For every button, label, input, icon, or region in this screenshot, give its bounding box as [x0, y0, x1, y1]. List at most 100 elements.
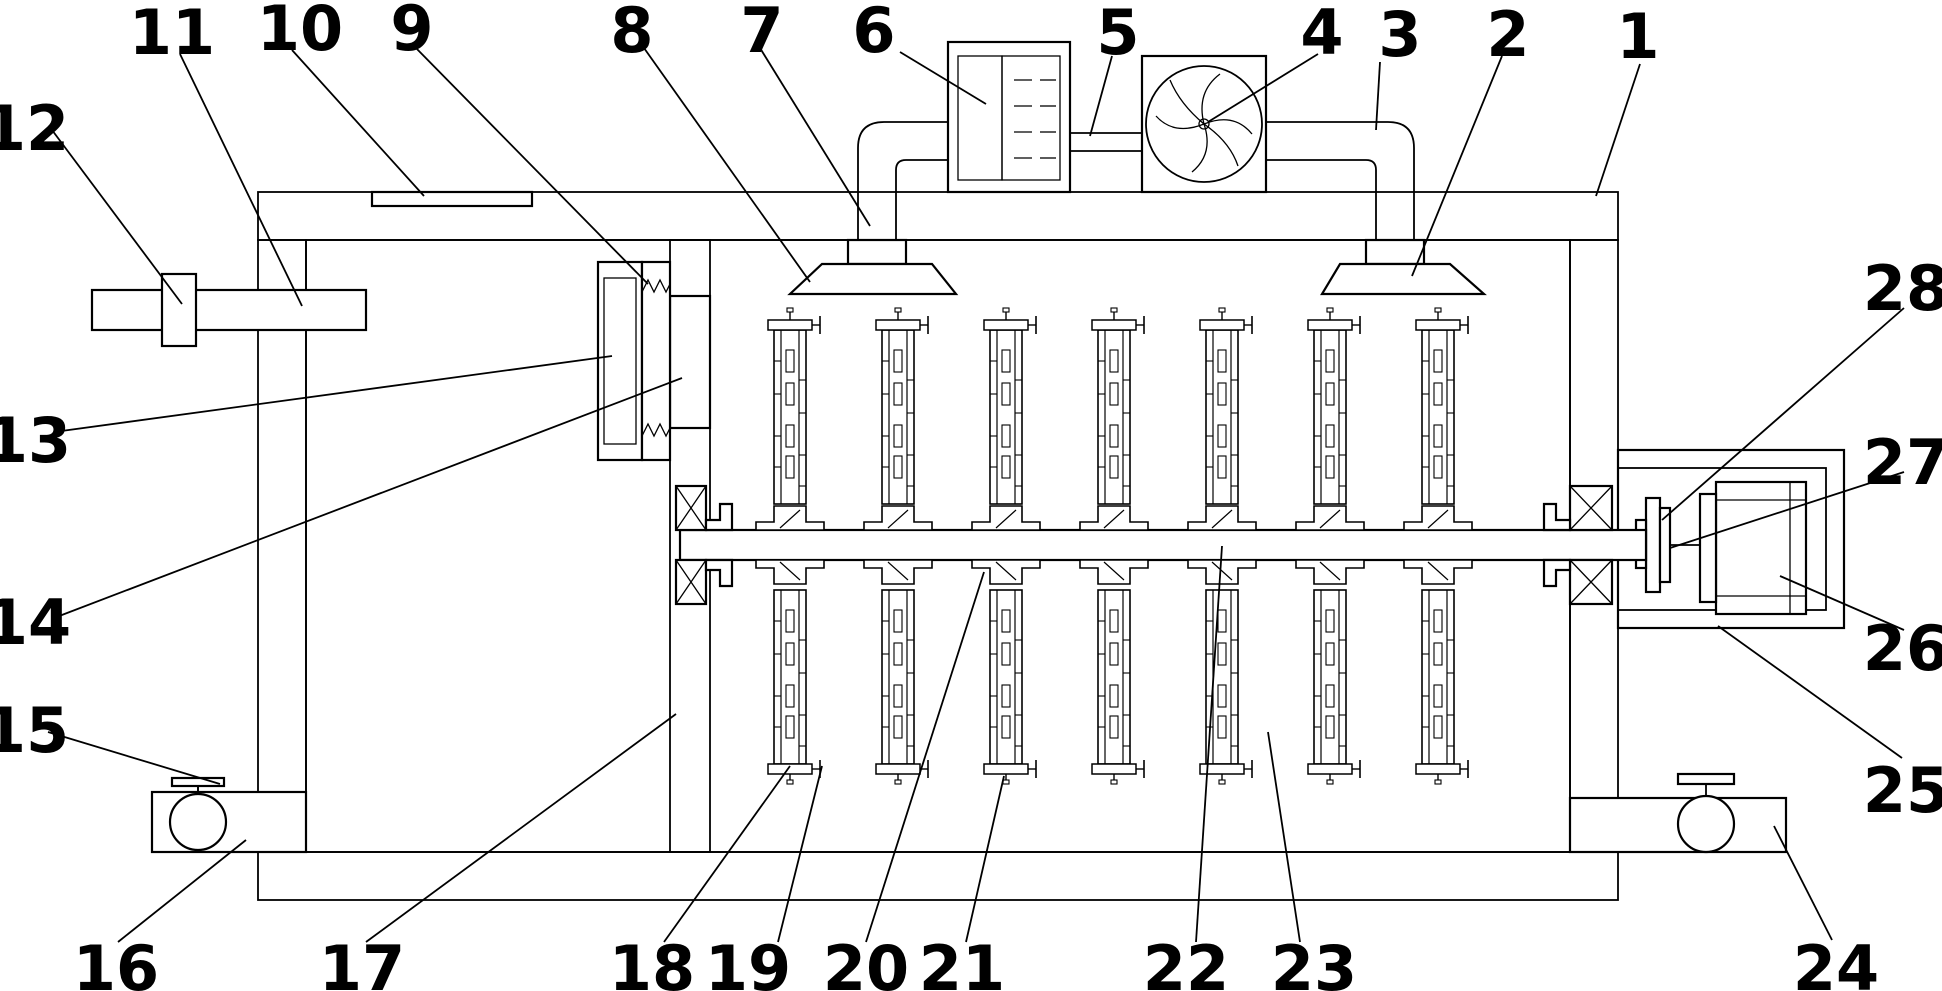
- bracket-cap-upper-2: [875, 319, 921, 331]
- label-14: 14: [0, 586, 71, 659]
- bracket-hatch: [1427, 509, 1449, 529]
- main-shaft: [674, 484, 1648, 606]
- bracket-foot-lower-6: [1295, 559, 1365, 585]
- feed-hatch: [370, 190, 534, 208]
- bracket-slot: [1325, 455, 1335, 479]
- partition-wall: [596, 239, 712, 853]
- bracket-pin-head: [1326, 779, 1334, 785]
- fan-rotor: [1145, 65, 1263, 183]
- label-13: 13: [0, 404, 71, 477]
- bracket-hatch: [1211, 561, 1233, 581]
- label-27: 27: [1863, 426, 1942, 499]
- bracket-slot: [1001, 684, 1011, 708]
- bracket-cap-lower-1: [767, 763, 813, 775]
- bracket-slot: [1433, 382, 1443, 406]
- bracket-slot: [785, 715, 795, 739]
- stirring-brackets: [755, 307, 1473, 785]
- bracket-slot: [1109, 382, 1119, 406]
- bracket-slot: [1325, 424, 1335, 448]
- bracket-slot: [1217, 424, 1227, 448]
- bracket-hatch: [779, 509, 801, 529]
- bracket-slot: [1109, 715, 1119, 739]
- bracket-foot-upper-2: [863, 505, 933, 531]
- label-26: 26: [1863, 612, 1942, 685]
- air-circuit: [857, 40, 1415, 250]
- bracket-slot: [1433, 684, 1443, 708]
- label-21: 21: [919, 932, 1005, 991]
- bracket-slot: [1325, 684, 1335, 708]
- label-23: 23: [1271, 932, 1357, 991]
- bracket-slot: [893, 349, 903, 373]
- label-5: 5: [1096, 0, 1139, 69]
- bracket-slot: [1217, 684, 1227, 708]
- filter-screen: [603, 277, 637, 445]
- bracket-foot-lower-2: [863, 559, 933, 585]
- bracket-slot: [1001, 349, 1011, 373]
- bracket-pin-head: [1002, 779, 1010, 785]
- label-22: 22: [1143, 932, 1229, 991]
- housing-bottom-wall: [257, 851, 1619, 901]
- bracket-slot: [1001, 382, 1011, 406]
- label-4: 4: [1300, 0, 1343, 69]
- bracket-hatch: [1103, 561, 1125, 581]
- bracket-slot: [893, 609, 903, 633]
- motor-body: [1714, 480, 1808, 616]
- leader-lines: [47, 45, 1905, 943]
- bracket-slot: [785, 382, 795, 406]
- bracket-slot: [1217, 715, 1227, 739]
- bracket-slot: [1109, 455, 1119, 479]
- spring-bottom: [641, 422, 671, 438]
- bracket-cap-lower-7: [1415, 763, 1461, 775]
- bracket-foot-upper-7: [1403, 505, 1473, 531]
- bracket-hatch: [1319, 509, 1341, 529]
- label-19: 19: [705, 932, 791, 991]
- bracket-slot: [1217, 382, 1227, 406]
- bracket-slot: [1217, 455, 1227, 479]
- bracket-slot: [1325, 349, 1335, 373]
- bracket-pin-head: [1434, 307, 1442, 313]
- bracket-foot-lower-1: [755, 559, 825, 585]
- bracket-hatch: [1103, 509, 1125, 529]
- bracket-foot-lower-4: [1079, 559, 1149, 585]
- air-filter-box: [946, 40, 1072, 194]
- bracket-foot-upper-6: [1295, 505, 1365, 531]
- label-3: 3: [1378, 0, 1421, 71]
- bracket-cap-lower-4: [1091, 763, 1137, 775]
- bracket-hatch: [887, 509, 909, 529]
- label-12: 12: [0, 92, 69, 165]
- right-drain-valve: [1676, 794, 1736, 854]
- label-10: 10: [257, 0, 343, 65]
- bracket-hatch: [995, 509, 1017, 529]
- bracket-cap-upper-4: [1091, 319, 1137, 331]
- bracket-cap-upper-1: [767, 319, 813, 331]
- bracket-slot: [1109, 424, 1119, 448]
- bracket-slot: [1433, 424, 1443, 448]
- bracket-pin-head: [894, 307, 902, 313]
- bracket-slot: [1325, 715, 1335, 739]
- bracket-foot-lower-5: [1187, 559, 1257, 585]
- right-valve-handle: [1676, 772, 1736, 786]
- bracket-pin-head: [1218, 779, 1226, 785]
- bracket-foot-upper-1: [755, 505, 825, 531]
- bracket-slot: [1433, 715, 1443, 739]
- label-11: 11: [129, 0, 215, 69]
- bracket-slot: [1217, 349, 1227, 373]
- bracket-pin-head: [786, 779, 794, 785]
- bracket-slot: [1325, 382, 1335, 406]
- label-15: 15: [0, 694, 69, 767]
- label-28: 28: [1863, 252, 1942, 325]
- label-1: 1: [1616, 0, 1659, 73]
- bracket-slot: [1001, 455, 1011, 479]
- bracket-cap-upper-3: [983, 319, 1029, 331]
- bracket-slot: [785, 349, 795, 373]
- right-drain: [1568, 772, 1788, 854]
- label-6: 6: [852, 0, 895, 67]
- label-16: 16: [73, 932, 159, 991]
- bracket-slot: [1109, 609, 1119, 633]
- left-drain-valve: [168, 792, 228, 852]
- bracket-pin-head: [1110, 779, 1118, 785]
- bracket-hatch: [1427, 561, 1449, 581]
- label-18: 18: [609, 932, 695, 991]
- bracket-pin-head: [1110, 307, 1118, 313]
